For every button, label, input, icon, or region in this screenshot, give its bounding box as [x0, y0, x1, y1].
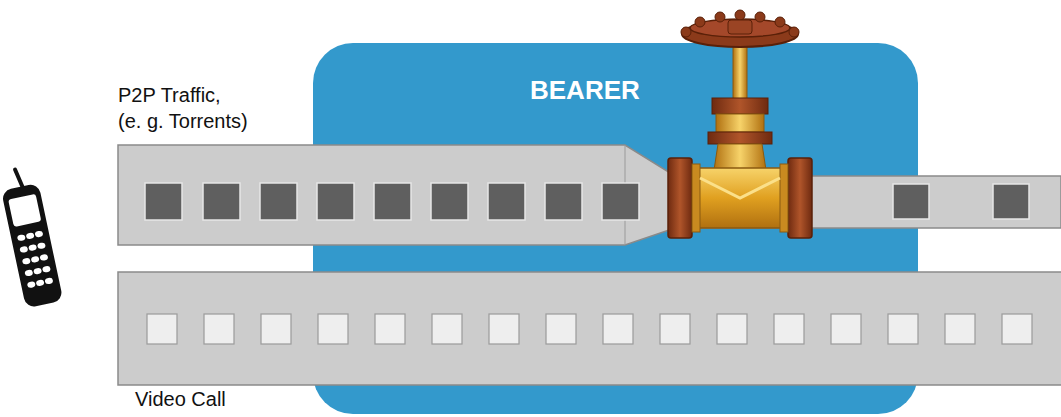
valve	[668, 10, 812, 238]
pipe-label: P2P Traffic, (e. g. Torrents)	[118, 84, 248, 132]
text-label-box: Video Call	[135, 386, 335, 412]
video-pipe	[118, 272, 1061, 385]
bearer-title: BEARER	[530, 75, 640, 105]
text-label-box: P2P Traffic, (e. g. Torrents)	[118, 82, 268, 134]
p2p-pipe	[118, 145, 1061, 245]
wrap-spacer	[240, 82, 268, 102]
pipe-label: Video Call	[135, 388, 226, 410]
mobile-phone-icon	[0, 165, 63, 308]
